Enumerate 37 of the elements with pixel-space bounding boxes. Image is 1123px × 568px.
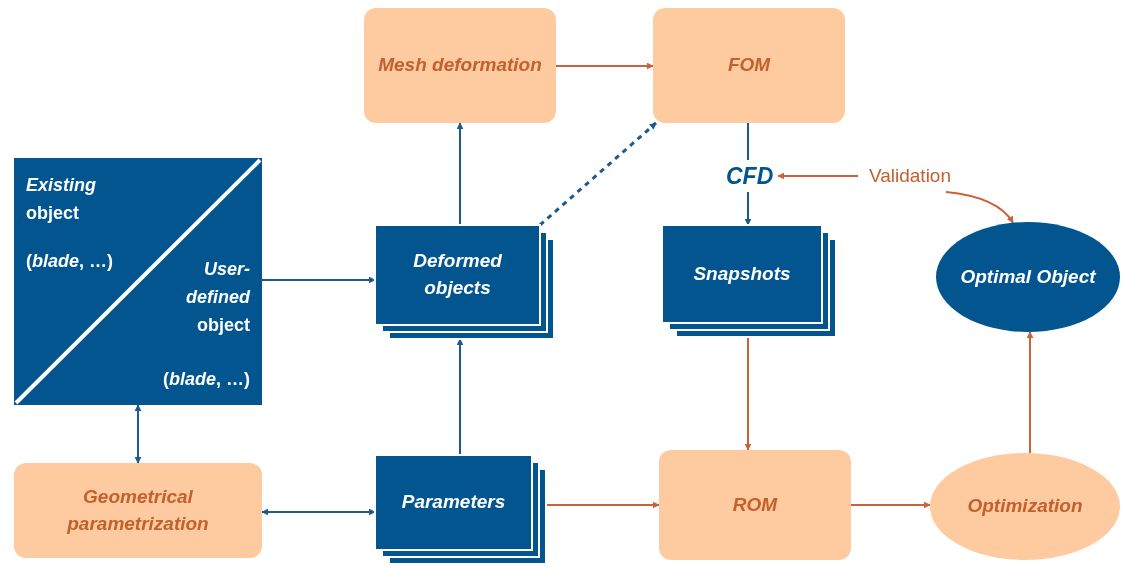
process-box	[653, 8, 845, 123]
node-text: (blade, …)	[26, 250, 114, 273]
arrow	[555, 62, 654, 70]
arrow	[261, 276, 376, 284]
arrow	[777, 172, 859, 180]
node-text: Mesh deformation	[378, 53, 542, 78]
node-text: Snapshots	[693, 261, 791, 286]
arrow	[744, 191, 752, 226]
arrow	[456, 122, 464, 226]
stacked-box	[375, 225, 554, 339]
process-ellipse	[930, 453, 1120, 560]
node-text: ROM	[732, 492, 778, 517]
node-text: (blade, …)	[162, 368, 250, 391]
stacked-box	[375, 455, 546, 564]
node-text: Existing object	[26, 174, 97, 225]
arrow	[1026, 331, 1034, 455]
process-box	[659, 450, 851, 560]
node-text: Deformed objects	[412, 249, 503, 300]
process-box	[14, 463, 262, 558]
arrow	[539, 121, 657, 227]
node-text: Parameters	[401, 490, 506, 515]
node-text: User-defined object	[185, 258, 250, 337]
arrow	[744, 336, 752, 451]
arrow	[850, 501, 932, 509]
node-text: Geometrical parametrization	[66, 484, 210, 536]
node-text: Optimal Object	[960, 264, 1096, 289]
result-ellipse	[936, 222, 1120, 332]
split-object-box	[14, 158, 262, 405]
arrow	[456, 338, 464, 456]
arrow	[945, 191, 1014, 224]
process-box	[364, 8, 556, 123]
node-text: Optimization	[967, 494, 1083, 519]
node-text: Validation	[868, 163, 951, 188]
arrow	[134, 404, 142, 464]
stacked-box	[662, 225, 836, 337]
node-text: FOM	[727, 53, 771, 78]
arrow	[261, 508, 376, 516]
